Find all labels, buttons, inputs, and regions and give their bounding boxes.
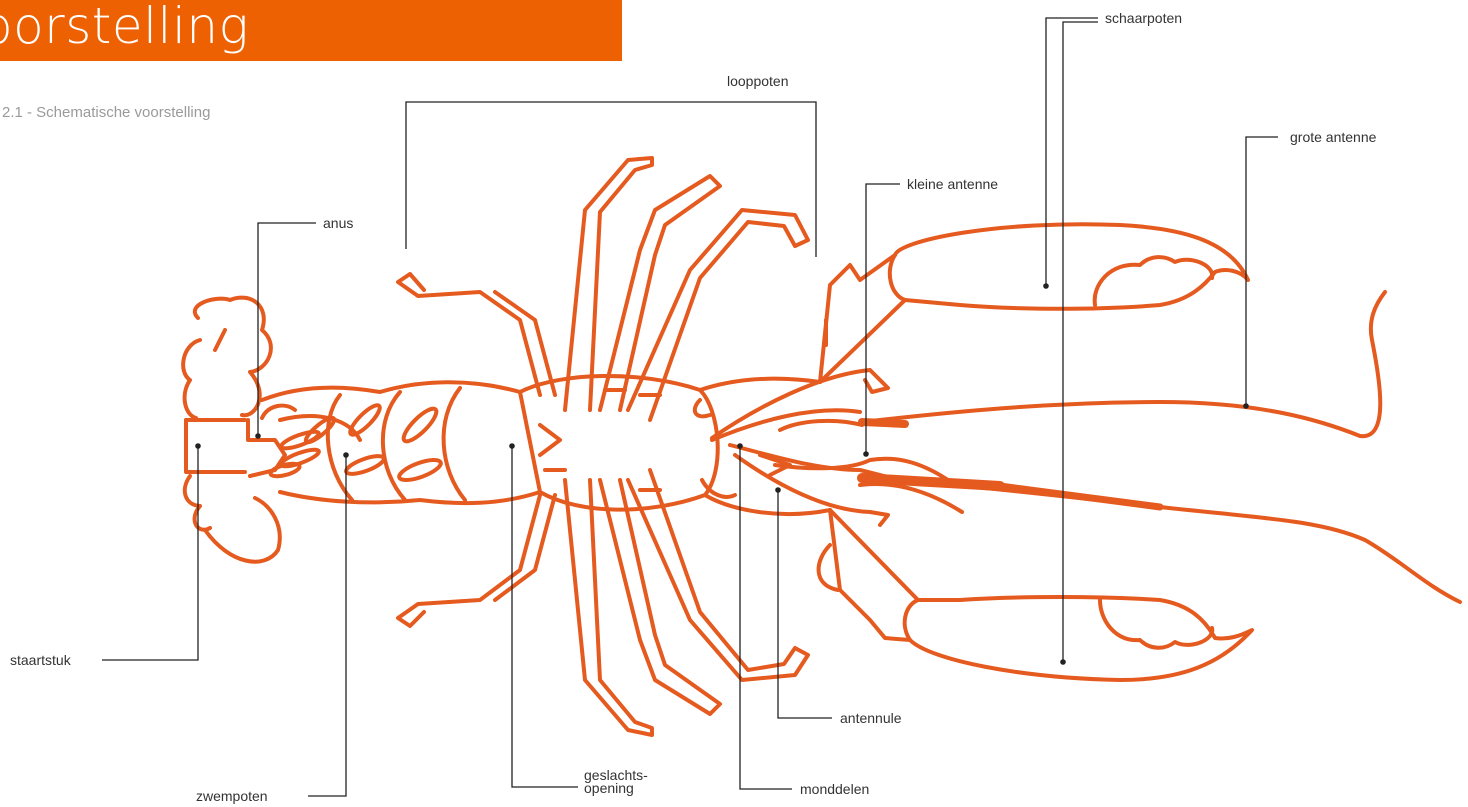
dot-geslachtsopening [509, 443, 515, 449]
dot-grote-antenne [1243, 403, 1249, 409]
dot-schaarpoten-bottom [1060, 659, 1066, 665]
claw-top [820, 224, 1248, 382]
leader-antennule [778, 490, 832, 718]
dot-monddelen [737, 443, 743, 449]
label-monddelen: monddelen [800, 781, 869, 797]
leader-schaarpoten-top [1046, 18, 1098, 286]
dot-kleine-antenne [863, 451, 869, 457]
antennae [862, 292, 1460, 602]
dot-antennule [775, 487, 781, 493]
leader-zwempoten [308, 455, 346, 796]
dot-staartstuk [195, 443, 201, 449]
claw-bottom [819, 510, 1252, 680]
label-grote-antenne: grote antenne [1290, 129, 1377, 145]
dot-schaarpoten-top [1043, 283, 1049, 289]
label-antennule: antennule [840, 710, 902, 726]
dot-zwempoten [343, 452, 349, 458]
lobster-illustration [183, 158, 1460, 735]
tail-fan [183, 298, 295, 562]
leader-schaarpoten-bottom [1063, 22, 1098, 662]
label-kleine-antenne: kleine antenne [907, 176, 998, 192]
head-appendages [712, 370, 962, 525]
label-geslachtsopening-line2: opening [584, 780, 634, 796]
leader-staartstuk [102, 446, 198, 660]
abdomen [262, 382, 540, 503]
label-anus: anus [323, 215, 353, 231]
label-looppoten: looppoten [727, 73, 789, 89]
leader-grote-antenne [1246, 137, 1278, 406]
label-staartstuk: staartstuk [10, 652, 72, 668]
label-zwempoten: zwempoten [196, 788, 268, 804]
leader-monddelen [740, 446, 792, 789]
dot-anus [255, 433, 261, 439]
label-schaarpoten: schaarpoten [1105, 10, 1182, 26]
